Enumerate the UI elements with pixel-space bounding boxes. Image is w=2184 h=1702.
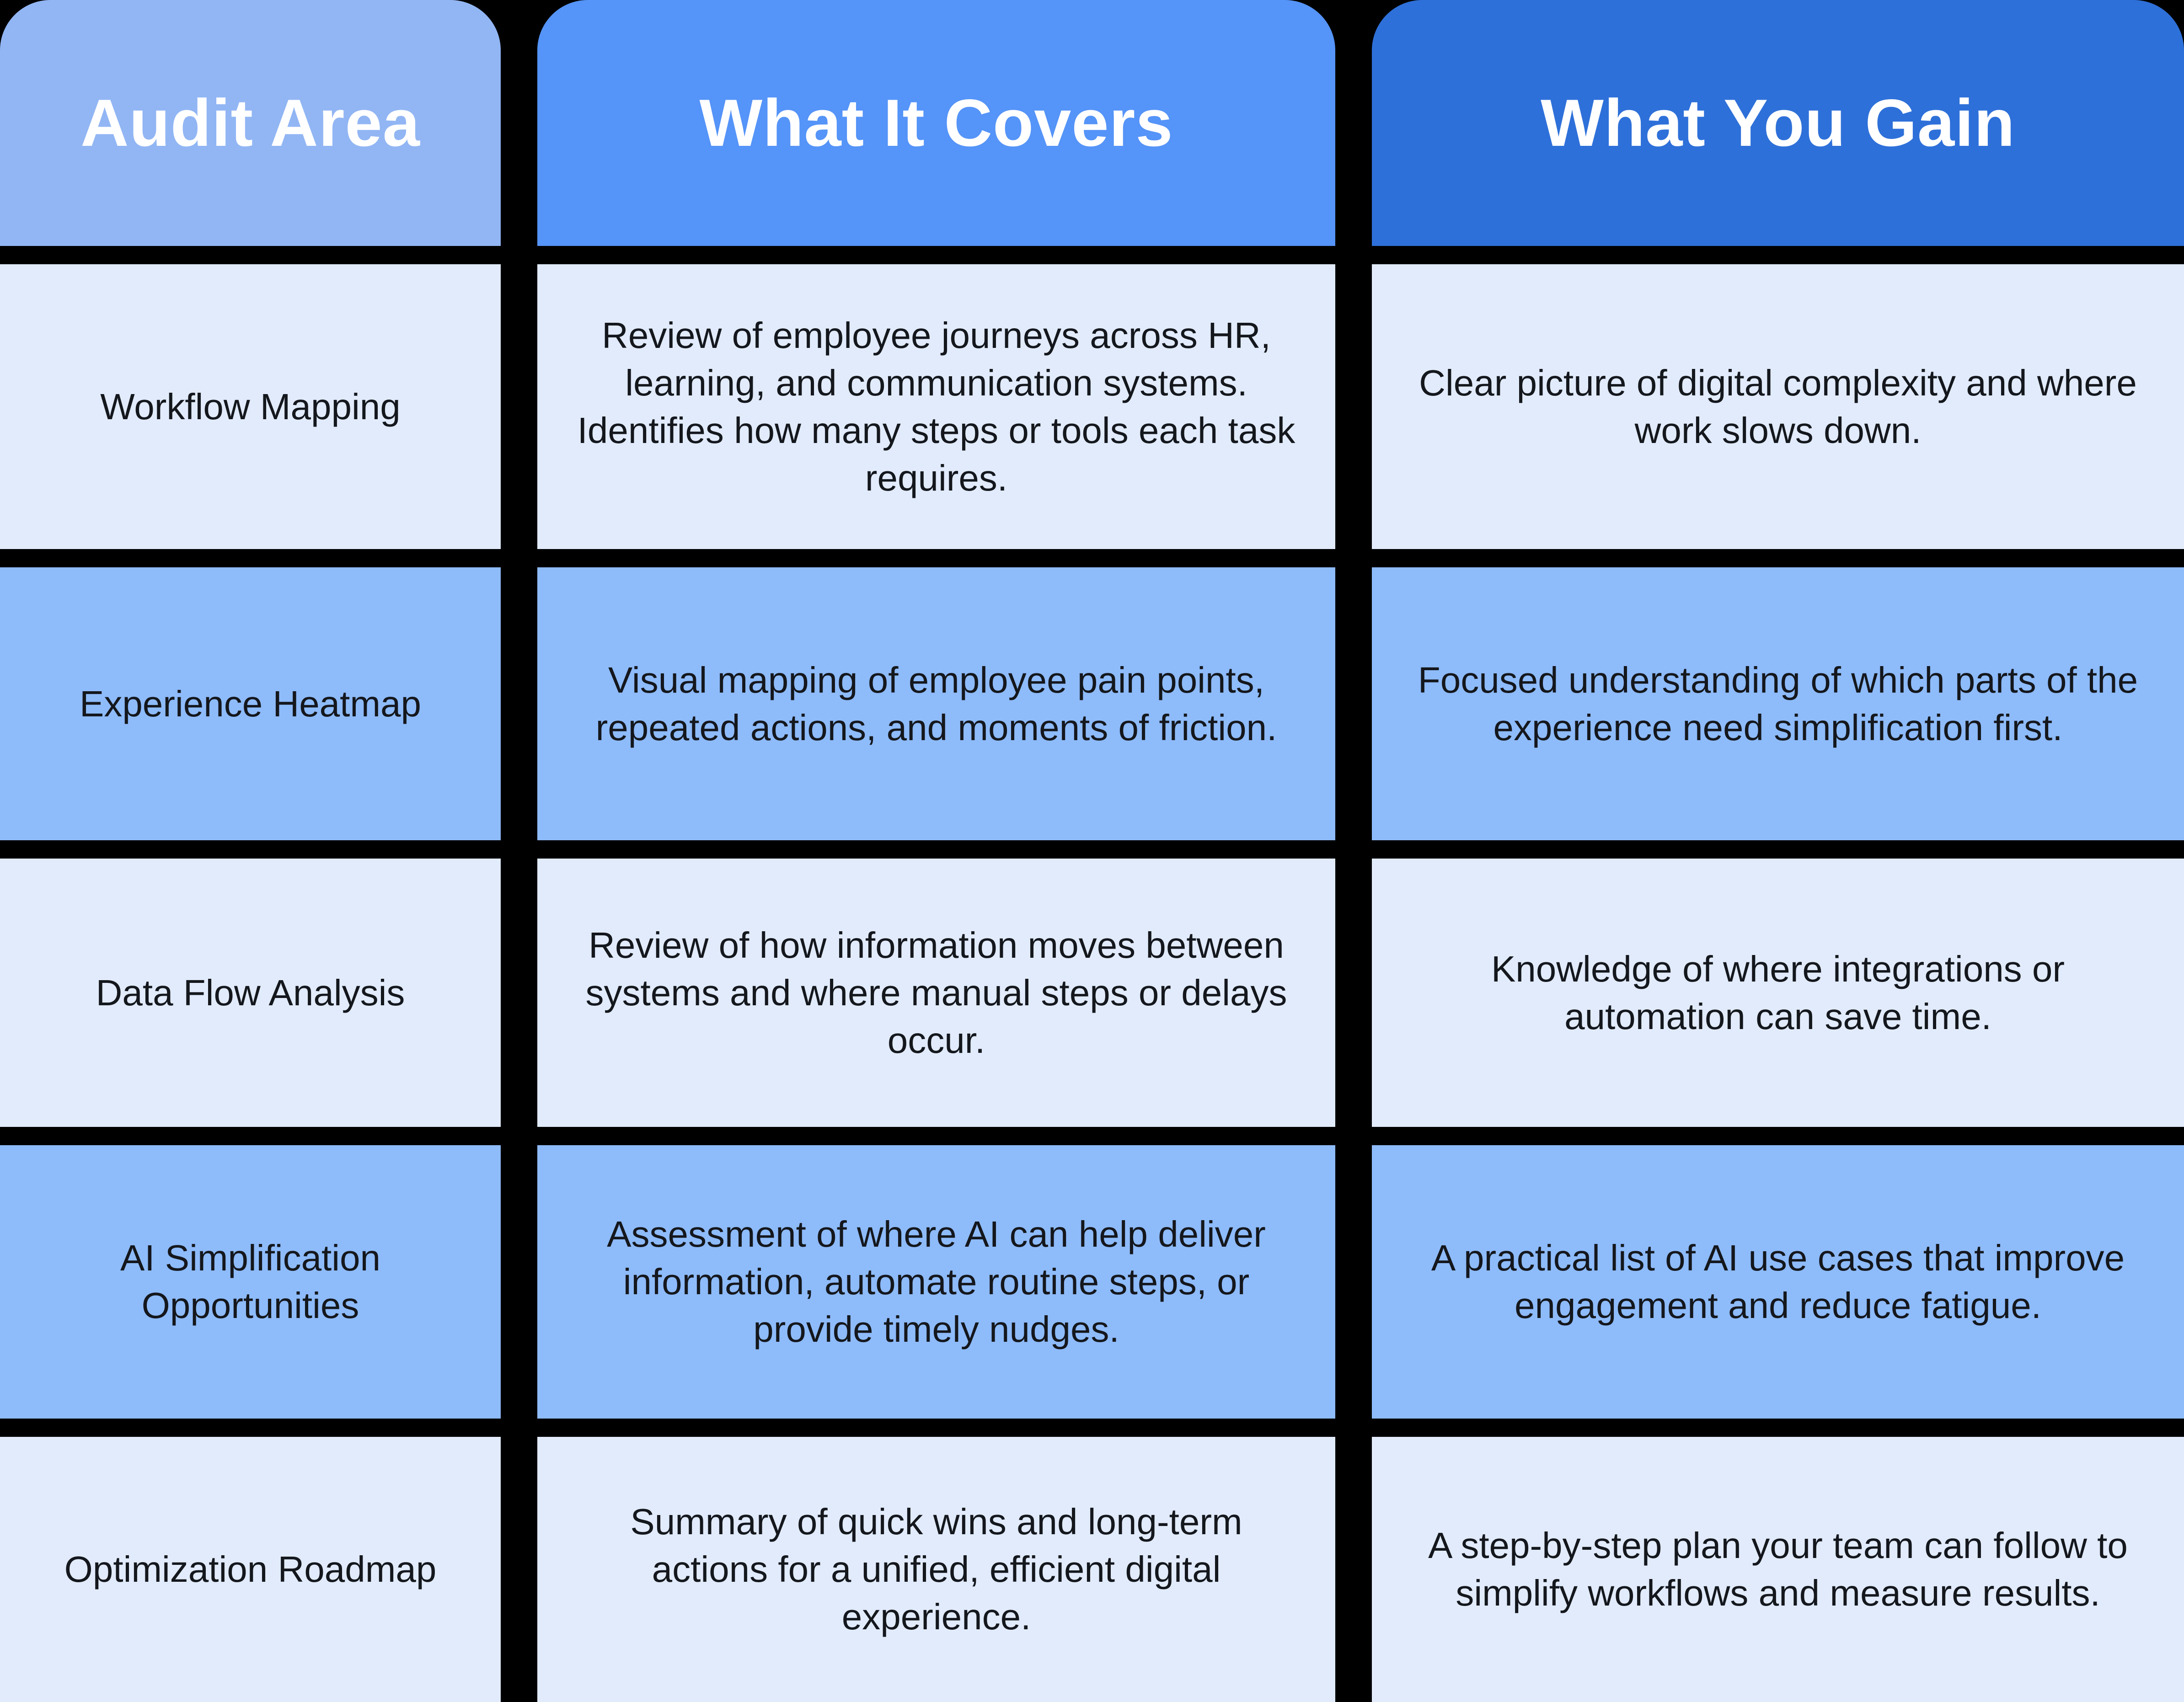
cell-row4-what-you-gain: A practical list of AI use cases that im…	[1372, 1145, 2184, 1419]
cell-row5-audit-area: Optimization Roadmap	[0, 1437, 501, 1702]
cell-row2-what-it-covers: Visual mapping of employee pain points, …	[537, 567, 1335, 840]
cell-row1-audit-area: Workflow Mapping	[0, 264, 501, 549]
cell-row3-what-it-covers: Review of how information moves between …	[537, 859, 1335, 1127]
cell-row4-what-it-covers: Assessment of where AI can help deliver …	[537, 1145, 1335, 1419]
cell-row2-audit-area: Experience Heatmap	[0, 567, 501, 840]
cell-row2-what-you-gain: Focused understanding of which parts of …	[1372, 567, 2184, 840]
header-cell-what-it-covers: What It Covers	[537, 0, 1335, 246]
cell-row5-what-it-covers: Summary of quick wins and long-term acti…	[537, 1437, 1335, 1702]
header-cell-audit-area: Audit Area	[0, 0, 501, 246]
cell-row3-audit-area: Data Flow Analysis	[0, 859, 501, 1127]
cell-row5-what-you-gain: A step-by-step plan your team can follow…	[1372, 1437, 2184, 1702]
cell-row4-audit-area: AI Simplification Opportunities	[0, 1145, 501, 1419]
cell-row3-what-you-gain: Knowledge of where integrations or autom…	[1372, 859, 2184, 1127]
header-cell-what-you-gain: What You Gain	[1372, 0, 2184, 246]
cell-row1-what-you-gain: Clear picture of digital complexity and …	[1372, 264, 2184, 549]
cell-row1-what-it-covers: Review of employee journeys across HR, l…	[537, 264, 1335, 549]
